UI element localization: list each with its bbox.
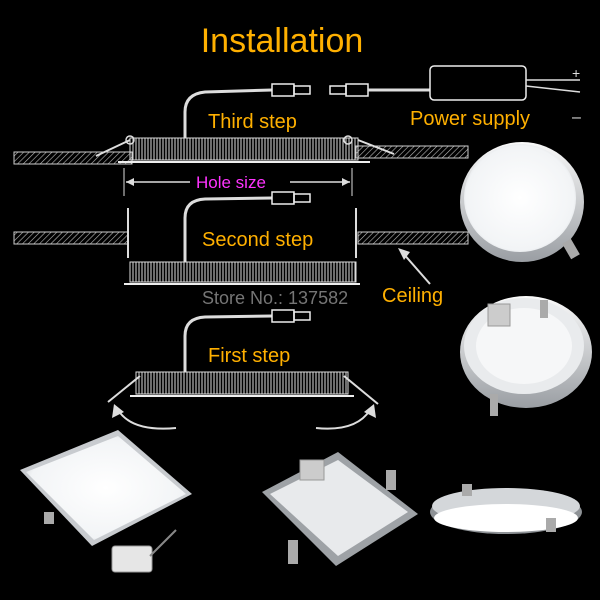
page-title: Installation: [201, 22, 364, 60]
fixture-body: [129, 137, 359, 161]
ceiling-label: Ceiling: [382, 285, 443, 307]
plug-connector-icon: [271, 191, 295, 205]
plug-connector-icon: [271, 309, 295, 323]
fixture-body: [135, 371, 349, 395]
ceiling-board-right: [355, 145, 469, 159]
power-supply-box: [429, 65, 527, 101]
ceiling-pointer-arrow: [401, 251, 431, 285]
plus-sign: +: [572, 65, 580, 81]
hole-size-label: Hole size: [196, 173, 266, 192]
power-supply-label: Power supply: [410, 108, 530, 130]
plug-connector-icon: [271, 83, 295, 97]
first-step-label: First step: [208, 345, 290, 367]
fixture-body: [129, 261, 357, 283]
cable: [183, 314, 273, 372]
cable: [183, 88, 273, 138]
socket-connector-icon: [329, 85, 347, 95]
ceiling-board-left: [13, 231, 129, 245]
store-watermark: Store No.: 137582: [202, 288, 348, 308]
first-step-diagram: [107, 309, 379, 430]
second-step-label: Second step: [202, 229, 313, 251]
round-panel-side-photo: [430, 484, 582, 534]
driver-box: [111, 545, 153, 573]
minus-sign: –: [572, 109, 581, 126]
third-step-label: Third step: [208, 111, 297, 133]
round-panel-back-photo: [460, 296, 592, 416]
curved-arrow-left-icon: [117, 409, 177, 430]
curved-arrow-right-icon: [315, 409, 371, 430]
ceiling-board-right: [357, 231, 469, 245]
second-step-diagram: [13, 191, 469, 285]
spring-clip-icon: [95, 139, 395, 157]
square-panel-back-photo: [262, 452, 418, 566]
square-panel-photo: [20, 430, 192, 573]
round-panel-photo: [460, 142, 584, 262]
cable: [183, 196, 273, 262]
third-step-diagram: [13, 65, 581, 196]
spring-clip-icon: [107, 375, 379, 405]
ceiling-board-left: [13, 151, 133, 165]
